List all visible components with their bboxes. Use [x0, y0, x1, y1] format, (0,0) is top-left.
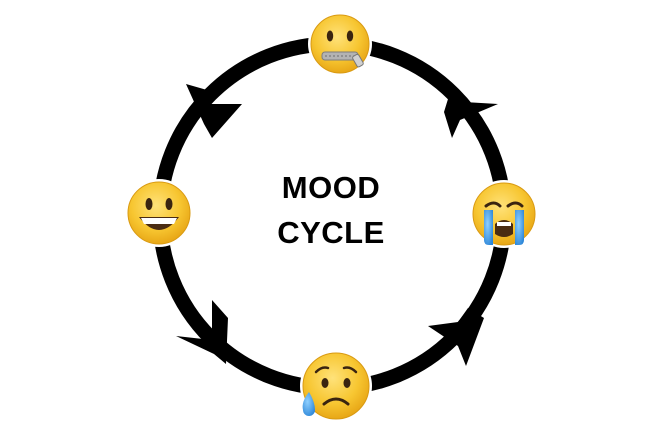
diagram-title-line-2: CYCLE	[277, 215, 385, 250]
loudly-crying-face-icon	[470, 180, 538, 248]
diagram-title-line-1: MOOD	[282, 170, 380, 205]
arrowhead-upper-right	[444, 86, 498, 138]
arrowhead-upper-left	[186, 84, 242, 138]
arrowhead-lower-left	[176, 300, 228, 364]
sad-relieved-face-icon	[300, 350, 372, 422]
arrowhead-lower-right	[428, 308, 484, 366]
zipper-mouth-face-icon	[308, 12, 372, 76]
grinning-face-icon	[125, 179, 193, 247]
